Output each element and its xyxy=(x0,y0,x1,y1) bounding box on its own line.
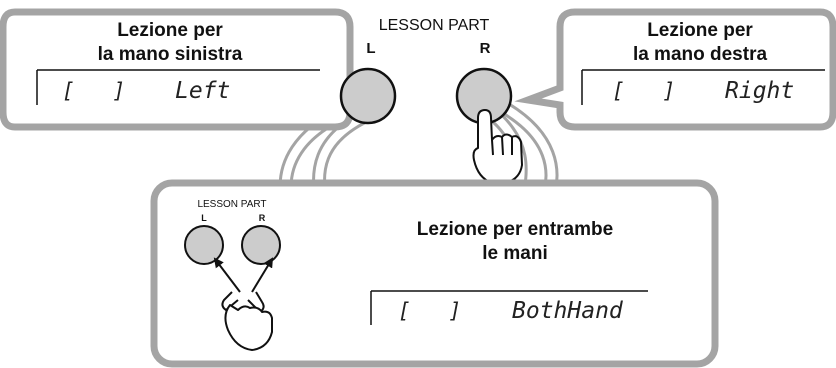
left-part-button[interactable] xyxy=(339,67,397,125)
small-right-part-button[interactable] xyxy=(241,225,281,265)
right-key-label: R xyxy=(480,40,491,57)
both-lcd-brackets: [ ] xyxy=(398,299,461,323)
both-callout-heading-2: le mani xyxy=(482,243,547,264)
small-left-key-label: L xyxy=(201,213,207,223)
both-hands-callout: LESSON PART L R Lezione per entrambe le … xyxy=(150,179,719,368)
left-key-label: L xyxy=(366,40,375,57)
small-right-key-label: R xyxy=(259,213,266,223)
small-left-part-button[interactable] xyxy=(184,225,224,265)
right-callout-heading-2: la mano destra xyxy=(633,44,768,65)
both-lcd-display: [ ] BothHand xyxy=(370,290,648,325)
both-lcd-text: BothHand xyxy=(512,298,624,324)
pointing-hand-icon xyxy=(472,109,523,184)
right-lcd-brackets: [ ] xyxy=(612,79,675,103)
right-lcd-text: Right xyxy=(725,78,794,104)
right-callout-heading-1: Lezione per xyxy=(647,20,753,41)
left-lcd-brackets: [ ] xyxy=(62,79,125,103)
lesson-part-title: LESSON PART xyxy=(379,17,490,34)
left-callout-heading-2: la mano sinistra xyxy=(98,44,243,65)
left-hand-callout: Lezione per la mano sinistra [ ] Left xyxy=(0,8,389,131)
right-lcd-display: [ ] Right xyxy=(581,69,825,105)
left-lcd-display: [ ] Left xyxy=(36,69,320,105)
right-hand-callout: Lezione per la mano destra [ ] Right xyxy=(514,8,836,131)
left-callout-heading-1: Lezione per xyxy=(117,20,223,41)
small-lesson-part-title: LESSON PART xyxy=(197,199,266,210)
both-callout-heading-1: Lezione per entrambe xyxy=(417,219,613,240)
two-finger-hand-icon xyxy=(213,257,274,351)
left-lcd-text: Left xyxy=(175,78,230,104)
lesson-part-panel: LESSON PART L R xyxy=(339,17,513,125)
